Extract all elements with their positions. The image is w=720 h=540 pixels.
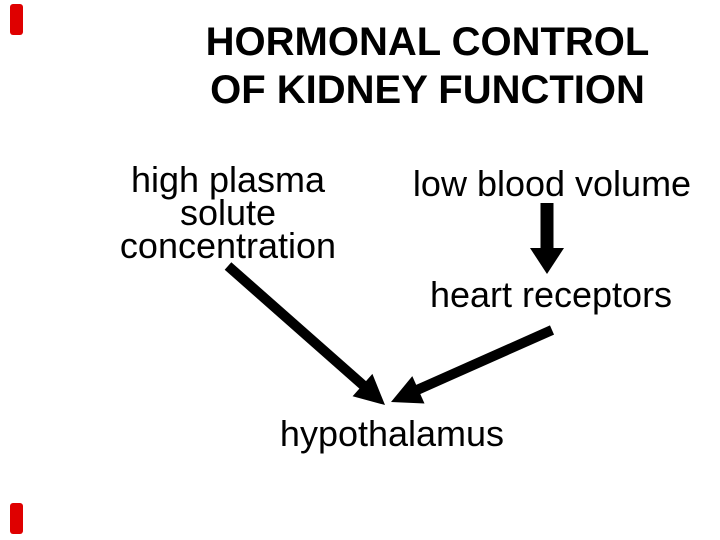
node-high-plasma-line-1: high plasma	[130, 159, 326, 200]
node-heart-receptors: heart receptors	[429, 274, 673, 315]
arrow-low-blood-volume-to-heart-receptors	[530, 203, 564, 274]
title-line-2: OF KIDNEY FUNCTION	[210, 68, 645, 112]
node-low-blood-volume: low blood volume	[412, 163, 692, 204]
node-high-plasma-line-2: solute	[179, 192, 277, 233]
red-accent-bar-bottom-left	[10, 503, 23, 534]
red-accent-bar-top-left	[10, 4, 23, 35]
title-line-1: HORMONAL CONTROL	[205, 20, 650, 64]
node-hypothalamus: hypothalamus	[279, 413, 505, 454]
arrow-high-plasma-to-hypothalamus	[224, 262, 385, 405]
arrow-heart-receptors-to-hypothalamus	[391, 325, 555, 404]
node-high-plasma-line-3: concentration	[119, 225, 337, 266]
